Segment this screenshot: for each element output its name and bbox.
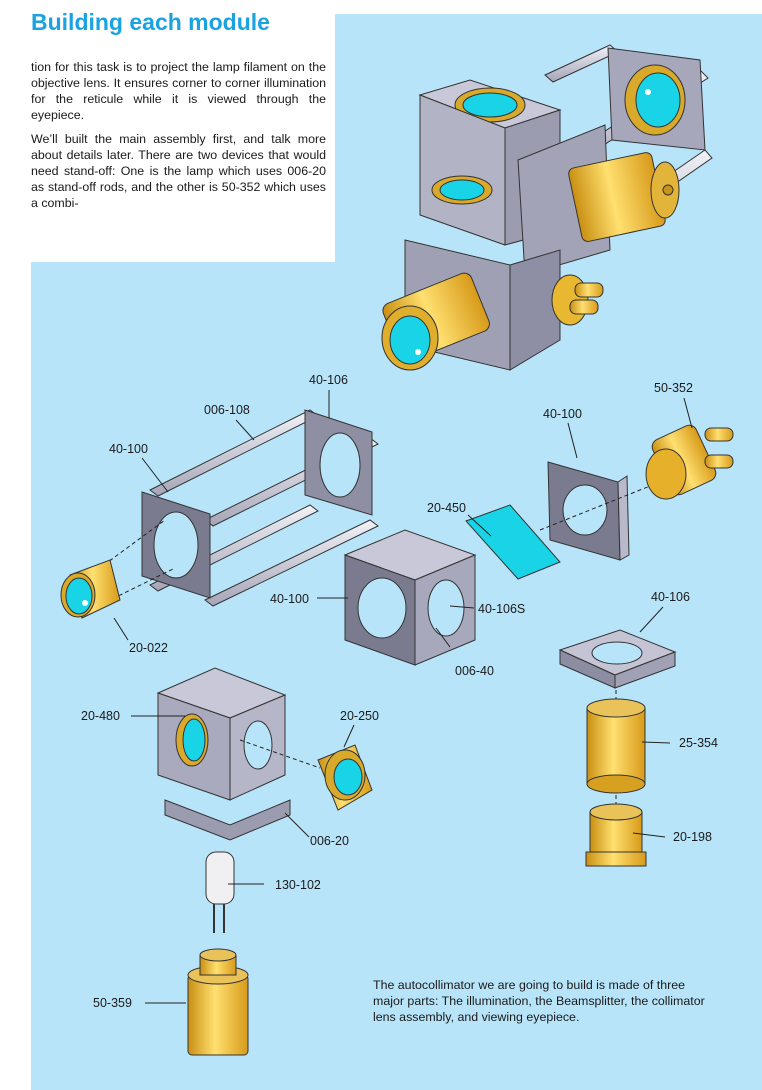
label-40-106-frame: 40-106: [309, 373, 348, 387]
cube-frame-module: [343, 529, 477, 666]
assembly-caption: The autocollimator we are going to build…: [373, 978, 705, 1024]
label-20-480: 20-480: [81, 709, 120, 723]
label-20-250: 20-250: [340, 709, 379, 723]
label-006-108: 006-108: [204, 403, 250, 417]
lens-20-250: [317, 744, 373, 811]
label-40-100-frame: 40-100: [109, 442, 148, 456]
tube-20-198: [585, 803, 647, 867]
intro-paragraph-1: tion for this task is to project the lam…: [31, 60, 326, 122]
label-40-100-plate: 40-100: [543, 407, 582, 421]
label-20-450: 20-450: [427, 501, 466, 515]
module-50-352: [645, 424, 734, 500]
page-title: Building each module: [31, 9, 270, 35]
top-plate-40-106: [558, 629, 677, 689]
label-20-022: 20-022: [129, 641, 168, 655]
illumination-cube: [156, 667, 291, 841]
intro-text-box: [0, 0, 335, 262]
label-25-354: 25-354: [679, 736, 718, 750]
label-50-352: 50-352: [654, 381, 693, 395]
label-40-106S: 40-106S: [478, 602, 525, 616]
tube-25-354: [586, 698, 646, 794]
label-40-100-cube: 40-100: [270, 592, 309, 606]
label-20-198: 20-198: [673, 830, 712, 844]
label-40-106-top: 40-106: [651, 590, 690, 604]
long-frame-assembly: [141, 409, 379, 607]
label-130-102: 130-102: [275, 878, 321, 892]
assembled-autocollimator: [381, 44, 713, 371]
socket-50-359: [187, 948, 249, 1056]
label-006-40: 006-40: [455, 664, 494, 678]
plate-40-100: [547, 461, 630, 561]
intro-paragraph-2: We’ll built the main assembly first, and…: [31, 132, 326, 210]
label-50-359: 50-359: [93, 996, 132, 1010]
lens-20-022: [60, 559, 121, 619]
label-006-20: 006-20: [310, 834, 349, 848]
beamsplitter-plate-20-450: [465, 504, 561, 580]
callout-leaders: [113, 390, 693, 1004]
lamp-130-102: [205, 851, 235, 933]
